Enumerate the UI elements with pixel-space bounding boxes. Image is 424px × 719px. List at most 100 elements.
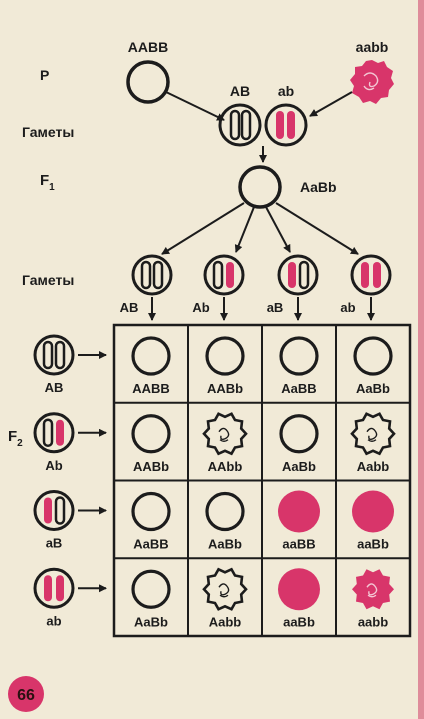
punnett-cell-genotype: AaBb: [282, 459, 316, 474]
f1-gamete-label-aB: aB: [267, 300, 284, 315]
punnett-cell-genotype: AaBb: [134, 614, 168, 629]
chromosome-A-locus: [44, 497, 52, 524]
chromosome-A-locus: [361, 262, 369, 288]
arrow-f1-to-gamete-3: [265, 206, 291, 253]
punnett-cell-genotype: AABB: [132, 381, 170, 396]
f2-row-gamete-Ab: [33, 412, 75, 454]
punnett-cell-genotype: AABb: [133, 459, 169, 474]
chromosome-B-locus: [54, 340, 66, 370]
parent-wrinkled-seed: [350, 60, 394, 104]
seed-smooth-red: [278, 568, 320, 611]
f2-row-gamete-label-ab: ab: [46, 613, 61, 628]
punnett-cell-genotype: AaBb: [208, 537, 242, 552]
chromosome-A-locus: [42, 340, 54, 370]
seed-smooth-white: [205, 491, 245, 532]
arrow-f1-to-gamete-2: [234, 206, 255, 253]
punnett-cell-genotype: Aabb: [357, 459, 390, 474]
arrow-f1-to-gamete-1: [161, 202, 245, 255]
seed-smooth-white: [279, 414, 319, 454]
seed-wrinkled-white: [350, 412, 396, 456]
f1-gamete-AB: [131, 254, 173, 296]
parent-right-genotype: aabb: [356, 39, 389, 55]
seed-smooth-white: [131, 414, 171, 454]
punnett-cell-genotype: Aabb: [209, 614, 242, 629]
parent-smooth-seed: [126, 60, 170, 104]
punnett-cell: aaBb: [278, 568, 320, 629]
f1-gametes-row: AB Ab aB ab: [120, 254, 392, 321]
punnett-cell-genotype: AAbb: [208, 459, 243, 474]
punnett-cell: Aabb: [202, 567, 248, 629]
f2-row-gamete-label-aB: aB: [46, 536, 63, 551]
seed-wrinkled-white: [202, 567, 248, 611]
punnett-cell: AaBB: [131, 491, 171, 552]
punnett-cell-genotype: aabb: [358, 614, 388, 629]
chromosome-A-locus: [42, 418, 54, 447]
gametes-row-label-1: Гаметы: [22, 124, 74, 140]
gamete-label-AB: AB: [230, 83, 250, 99]
gamete-label-ab: ab: [278, 83, 294, 99]
chromosome-A-locus: [140, 260, 152, 290]
punnett-cell-genotype: aaBb: [357, 537, 389, 552]
seed-smooth-white: [279, 336, 319, 376]
f2-row-gamete-ab: [33, 567, 75, 609]
punnett-cell-genotype: aaBb: [283, 614, 315, 629]
parent-wrinkle-lines: [363, 72, 379, 91]
punnett-cell: AaBb: [205, 491, 245, 552]
chromosome-B-locus: [56, 575, 64, 602]
f2-row-gamete-aB: [33, 490, 75, 531]
f2-row-gamete-label-AB: AB: [45, 380, 64, 395]
punnett-cell: aaBB: [278, 490, 320, 552]
page-number-badge: [8, 676, 44, 712]
seed-smooth-white: [205, 336, 245, 376]
seed-smooth-white: [131, 336, 171, 376]
f2-row-gamete-AB: [33, 334, 75, 376]
seed-smooth-red: [278, 490, 320, 533]
punnett-cell: aabb: [352, 569, 394, 629]
parents-row-label: P: [40, 67, 49, 83]
f1-gamete-aB: [277, 254, 319, 296]
seed-wrinkled-red: [352, 569, 394, 610]
seed-wrinkle-lines: [366, 427, 378, 442]
punnett-cell: AABB: [131, 336, 171, 396]
chromosome-B-locus: [226, 262, 234, 288]
seed-smooth-white: [131, 569, 171, 609]
seed-wrinkle-lines: [218, 583, 230, 598]
punnett-cell-genotype: AaBb: [356, 381, 390, 396]
punnett-cell-genotype: aaBB: [282, 537, 315, 552]
arrow-parent-left: [165, 91, 225, 121]
f1-gamete-ab: [350, 254, 392, 296]
punnett-cell: AABb: [131, 414, 171, 474]
chromosome-A-locus: [212, 260, 224, 290]
chromosome-B-locus: [152, 260, 164, 290]
punnett-cell: AaBb: [131, 569, 171, 629]
gamete-ab-cell: [264, 103, 308, 147]
seed-wrinkle-lines: [218, 427, 230, 442]
punnett-cell: AaBb: [279, 414, 319, 474]
f1-gamete-label-ab: ab: [340, 300, 355, 315]
seed-smooth-white: [353, 336, 393, 376]
f1-gamete-label-AB: AB: [120, 300, 139, 315]
arrow-parent-right: [309, 91, 353, 117]
punnett-cell: AaBb: [353, 336, 393, 396]
seed-wrinkled-white: [202, 412, 248, 456]
f1-seed: [238, 165, 282, 209]
f1-genotype: AaBb: [300, 179, 337, 195]
punnett-cell-genotype: AABb: [207, 381, 243, 396]
chromosome-B-locus: [56, 419, 64, 446]
punnett-cell-genotype: AaBB: [133, 537, 168, 552]
parent-left-genotype: AABB: [128, 39, 168, 55]
chromosome-A-locus: [44, 575, 52, 602]
gamete-AB-cell: [218, 103, 262, 147]
page-number: 66: [17, 687, 35, 704]
chromosome-B-locus: [298, 260, 310, 290]
f1-gamete-label-Ab: Ab: [192, 300, 209, 315]
punnett-cell: AABb: [205, 336, 245, 396]
chromosome-B-locus: [373, 262, 381, 288]
f1-row-label: F1: [40, 172, 55, 193]
arrow-f1-to-gamete-4: [275, 202, 359, 255]
seed-wrinkle-lines: [366, 583, 378, 598]
gametes-row-label-2: Гаметы: [22, 272, 74, 288]
